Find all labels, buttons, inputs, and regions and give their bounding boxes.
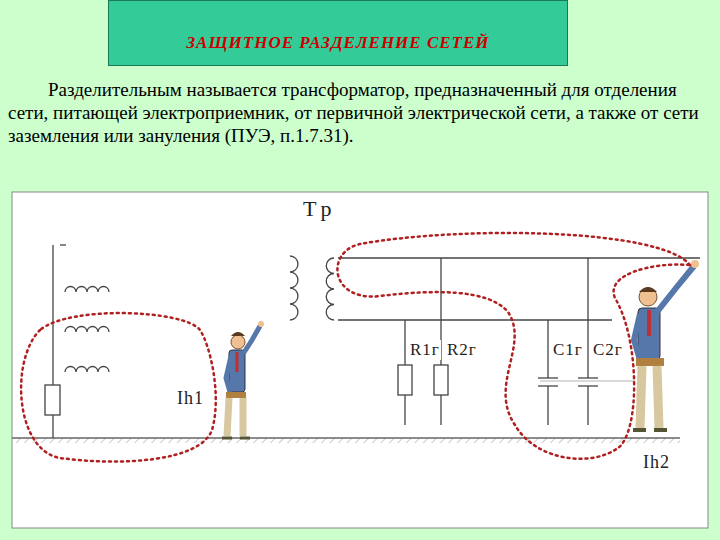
ground-hatch bbox=[12, 438, 680, 443]
resistance-label: R2г bbox=[446, 340, 478, 360]
current-label: Ih2 bbox=[642, 452, 671, 473]
description-text: Разделительным называется трансформатор,… bbox=[8, 78, 712, 147]
title-text: ЗАЩИТНОЕ РАЗДЕЛЕНИЕ СЕТЕЙ bbox=[109, 33, 567, 53]
capacitance-label: C2г bbox=[592, 340, 624, 360]
transformer-label: Тр bbox=[302, 196, 338, 222]
resistance-label: R1г bbox=[409, 340, 441, 360]
wires bbox=[45, 245, 700, 438]
person-figure bbox=[633, 260, 699, 430]
capacitance-label: C1г bbox=[552, 340, 584, 360]
title-box: ЗАЩИТНОЕ РАЗДЕЛЕНИЕ СЕТЕЙ bbox=[108, 0, 568, 66]
person-figure bbox=[222, 321, 264, 438]
current-loop bbox=[21, 313, 216, 461]
ground-line bbox=[12, 437, 680, 439]
current-loop bbox=[337, 233, 690, 459]
diagram-panel bbox=[12, 192, 708, 528]
current-label: Ih1 bbox=[176, 388, 205, 409]
